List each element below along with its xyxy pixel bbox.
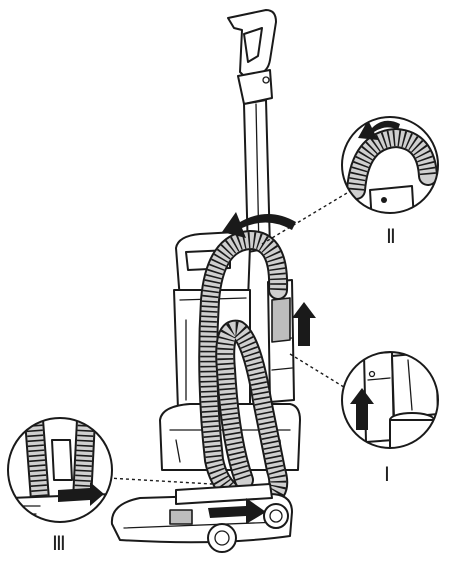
curved-arrow-icon: [222, 212, 296, 238]
vacuum-handle: [227, 9, 277, 105]
arrow-up-icon: [292, 302, 316, 346]
leader-lines: [107, 189, 353, 485]
coiled-hose: [198, 230, 289, 510]
callout-label-2: Ⅱ: [386, 226, 396, 248]
callout-label-1: Ⅰ: [384, 464, 390, 486]
callout-circle-3: Ⅲ: [7, 417, 113, 555]
callout-label-3: Ⅲ: [52, 533, 66, 555]
vacuum-base: [110, 483, 293, 553]
arrow-right-icon: [208, 498, 266, 524]
callout-circle-1: Ⅰ: [341, 351, 439, 486]
callout-circle-2: Ⅱ: [341, 116, 439, 248]
vacuum-wand: [243, 99, 271, 253]
hose-tube: [267, 279, 295, 403]
